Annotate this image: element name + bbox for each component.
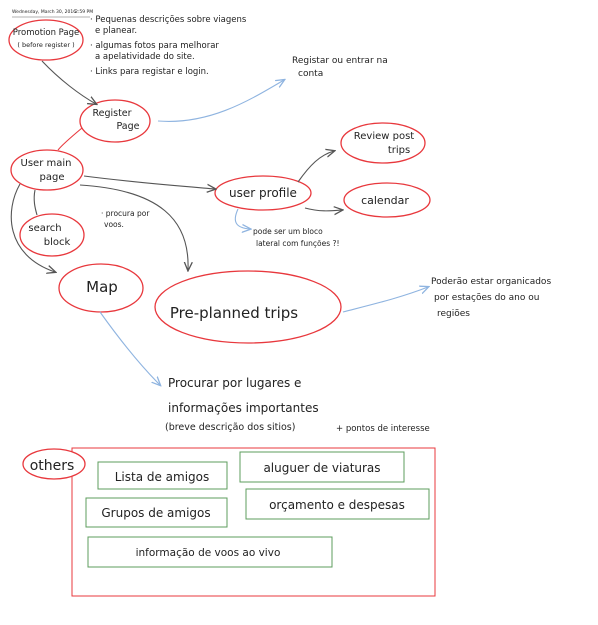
header-time: 2:59 PM	[75, 9, 93, 15]
register-page-bubble	[79, 99, 151, 143]
arrow-profile-to-review	[297, 151, 334, 183]
node-user-main-page: User main page	[10, 149, 84, 191]
arrow-main-to-preplanned	[79, 184, 188, 270]
review-post-trips-line2: trips	[388, 145, 410, 156]
arrow-profile-to-calendar	[304, 208, 342, 211]
promotion-page-subtitle: ( before register )	[17, 41, 74, 49]
search-block-line2: block	[44, 237, 71, 248]
promotion-page-title: Promotion Page	[13, 28, 80, 38]
node-search-block: search block	[19, 213, 85, 257]
node-map: Map	[58, 263, 144, 313]
preplanned-note-line2: por estações do ano ou	[434, 293, 539, 303]
preplanned-trips-bubble	[154, 270, 342, 344]
connectors	[10, 60, 428, 385]
others-item-box	[85, 497, 228, 528]
link-main-to-search	[33, 189, 38, 216]
promotion-note-line: a apelatividade do site.	[95, 52, 195, 62]
search-block-line1: search	[28, 223, 61, 234]
others-item-box	[245, 488, 430, 520]
others-item-box	[97, 461, 228, 490]
user-profile-label: user profile	[229, 186, 297, 200]
arrow-promotion-to-register	[41, 60, 96, 104]
node-user-profile: user profile	[214, 175, 312, 211]
others-item: aluguer de viaturas	[263, 461, 380, 475]
node-calendar: calendar	[343, 182, 431, 218]
others-item: informação de voos ao vivo	[136, 547, 281, 559]
arrow-profile-to-note	[234, 208, 250, 229]
others-item: orçamento e despesas	[269, 498, 405, 512]
search-block-bubble	[19, 213, 85, 257]
review-post-trips-line1: Review post	[354, 131, 415, 142]
others-item: Grupos de amigos	[101, 506, 210, 520]
promotion-note-line: · algumas fotos para melhorar	[90, 41, 219, 51]
preplanned-note: Poderão estar organicados por estações d…	[431, 277, 551, 319]
profile-note-line1: pode ser um bloco	[253, 227, 323, 236]
calendar-bubble	[343, 182, 431, 218]
node-register-page: Register Page	[79, 99, 151, 143]
promotion-note-line: · Links para registar e login.	[90, 67, 209, 77]
arrow-map-to-note	[99, 311, 160, 385]
arrow-preplanned-to-note	[342, 287, 428, 313]
others-item-box	[239, 451, 405, 483]
user-profile-bubble	[214, 175, 312, 211]
arrow-main-to-profile	[83, 175, 215, 189]
node-promotion-page: Promotion Page ( before register )	[8, 19, 84, 61]
user-main-page-bubble	[10, 149, 84, 191]
node-preplanned-trips: Pre-planned trips	[154, 270, 342, 344]
user-main-page-line2: page	[40, 172, 65, 183]
search-note: · procura por voos.	[101, 209, 150, 229]
review-post-trips-bubble	[340, 122, 426, 164]
register-note-line1: Registar ou entrar na	[292, 56, 388, 66]
register-note-line2: conta	[298, 69, 323, 79]
search-note-line1: · procura por	[101, 209, 150, 218]
profile-note: pode ser um bloco lateral com funções ?!	[253, 227, 340, 248]
page-header: Wednesday, March 30, 2016 2:59 PM	[12, 9, 93, 18]
map-bubble	[58, 263, 144, 313]
preplanned-trips-label: Pre-planned trips	[170, 304, 298, 322]
preplanned-note-line3: regiões	[437, 309, 470, 319]
link-register-to-main	[57, 127, 83, 151]
map-note: Procurar por lugares e informações impor…	[165, 376, 430, 434]
promotion-note-line: e planear.	[95, 26, 137, 36]
header-date: Wednesday, March 30, 2016	[12, 9, 76, 15]
map-note-line3: (breve descrição dos sitios)	[165, 422, 295, 433]
arrow-main-to-map	[10, 183, 55, 272]
others-section: others Lista de amigos aluguer de viatur…	[22, 447, 436, 597]
others-bubble	[22, 448, 86, 480]
others-frame	[71, 447, 436, 597]
register-page-line1: Register	[92, 108, 131, 119]
map-label: Map	[86, 278, 118, 296]
map-note-line1: Procurar por lugares e	[168, 376, 301, 390]
search-note-line2: voos.	[104, 220, 124, 229]
preplanned-note-line1: Poderão estar organicados	[431, 277, 551, 287]
promotion-notes: · Pequenas descrições sobre viagens e pl…	[90, 15, 247, 77]
promotion-page-bubble	[8, 19, 84, 61]
node-review-post-trips: Review post trips	[340, 122, 426, 164]
calendar-label: calendar	[361, 194, 409, 207]
promotion-note-line: · Pequenas descrições sobre viagens	[90, 15, 247, 25]
others-item: Lista de amigos	[115, 470, 210, 484]
map-note-line2: informações importantes	[168, 401, 319, 415]
others-item-box	[87, 536, 333, 568]
profile-note-line2: lateral com funções ?!	[256, 239, 340, 248]
map-note-line4: + pontos de interesse	[336, 424, 430, 434]
user-main-page-line1: User main	[21, 158, 72, 169]
arrow-register-to-note	[157, 80, 284, 122]
register-note: Registar ou entrar na conta	[292, 56, 388, 79]
register-page-line2: Page	[117, 121, 140, 132]
others-title: others	[30, 458, 75, 474]
